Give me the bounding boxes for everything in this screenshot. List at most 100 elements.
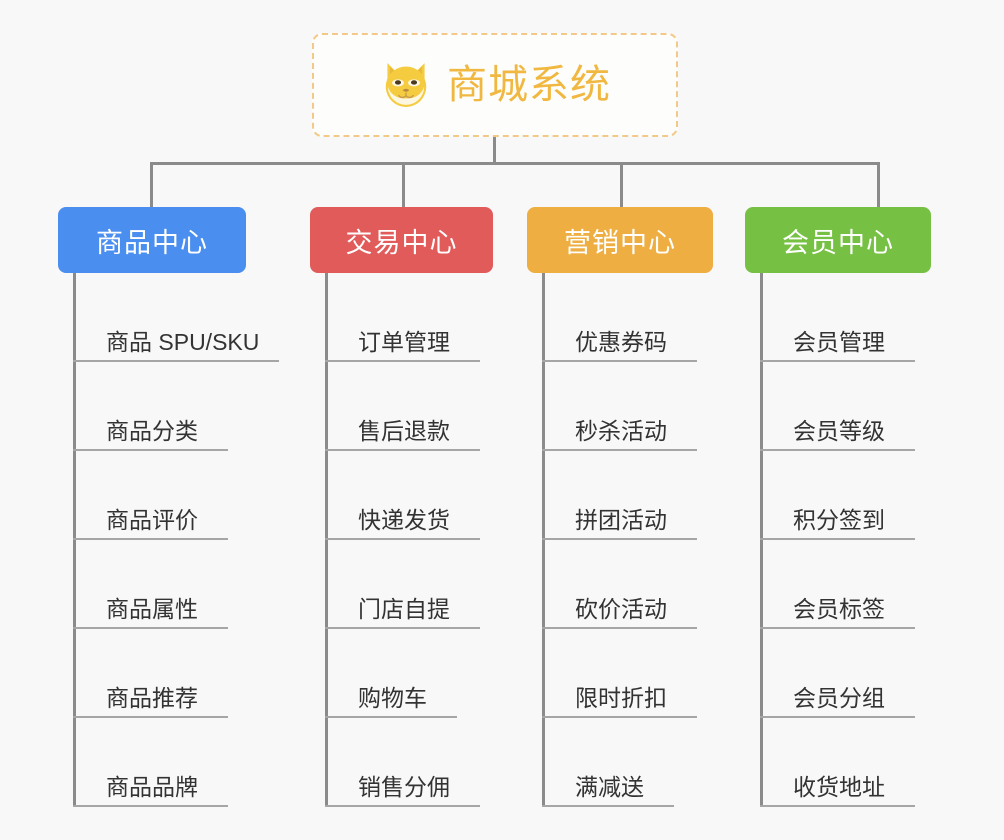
branch-header-member[interactable]: 会员中心	[745, 207, 931, 273]
branch-column-marketing: 营销中心 优惠券码 秒杀活动 拼团活动 砍价活动 限时折扣	[527, 207, 713, 807]
branch-items-member: 会员管理 会员等级 积分签到 会员标签 会员分组 收货地址	[745, 273, 931, 807]
tree-item-rule	[542, 538, 697, 540]
branch-items-product: 商品 SPU/SKU 商品分类 商品评价 商品属性 商品推荐 商品品牌	[58, 273, 279, 807]
connector-horizontal-bus	[150, 162, 880, 165]
branch-header-label: 商品中心	[96, 227, 208, 258]
tree-item-label: 限时折扣	[575, 684, 667, 711]
tree-item[interactable]: 商品评价	[58, 451, 246, 540]
tree-item-label: 门店自提	[358, 595, 450, 622]
branch-spine	[325, 273, 328, 807]
branch-header-label: 营销中心	[564, 227, 676, 258]
tree-item[interactable]: 订单管理	[310, 273, 493, 362]
branch-header-product[interactable]: 商品中心	[58, 207, 246, 273]
tree-item[interactable]: 会员等级	[745, 362, 931, 451]
tree-item-rule	[760, 360, 915, 362]
connector-drop-marketing	[620, 162, 623, 208]
branch-header-label: 交易中心	[345, 227, 458, 258]
tree-item-label: 拼团活动	[575, 506, 667, 533]
tree-item-label: 售后退款	[358, 417, 450, 444]
tree-item-label: 商品 SPU/SKU	[106, 328, 260, 355]
tree-item-label: 商品品牌	[106, 773, 198, 800]
tree-item-label: 会员等级	[793, 417, 885, 444]
tree-item-rule	[542, 805, 674, 807]
tree-item-label: 秒杀活动	[575, 417, 667, 444]
branch-header-marketing[interactable]: 营销中心	[527, 207, 713, 273]
tree-item-rule	[73, 805, 228, 807]
tree-item-rule	[542, 360, 697, 362]
tree-item-rule	[325, 449, 480, 451]
tree-item[interactable]: 会员标签	[745, 540, 931, 629]
shiba-dog-face-icon	[379, 58, 433, 112]
connector-root-stem	[493, 137, 496, 165]
tree-item-label: 积分签到	[793, 506, 885, 533]
tree-item[interactable]: 商品推荐	[58, 629, 246, 718]
connector-drop-member	[877, 162, 880, 208]
tree-item[interactable]: 门店自提	[310, 540, 493, 629]
tree-item[interactable]: 商品分类	[58, 362, 246, 451]
tree-item-rule	[760, 627, 915, 629]
tree-item-label: 商品属性	[106, 595, 198, 622]
tree-item[interactable]: 购物车	[310, 629, 493, 718]
tree-item-rule	[73, 360, 279, 362]
tree-item-rule	[760, 538, 915, 540]
tree-item-label: 商品评价	[106, 506, 198, 533]
tree-item[interactable]: 商品属性	[58, 540, 246, 629]
tree-item-rule	[542, 716, 697, 718]
tree-item-label: 优惠券码	[575, 328, 667, 355]
tree-item[interactable]: 商品 SPU/SKU	[58, 273, 279, 362]
tree-item[interactable]: 积分签到	[745, 451, 931, 540]
tree-item-label: 会员管理	[793, 328, 885, 355]
tree-item-label: 商品分类	[106, 417, 198, 444]
tree-item-rule	[325, 716, 457, 718]
branch-header-label: 会员中心	[782, 227, 894, 258]
branch-column-trade: 交易中心 订单管理 售后退款 快递发货 门店自提 购物车	[310, 207, 493, 807]
tree-item[interactable]: 会员分组	[745, 629, 931, 718]
tree-item[interactable]: 满减送	[527, 718, 713, 807]
tree-item[interactable]: 砍价活动	[527, 540, 713, 629]
tree-item-label: 会员标签	[793, 595, 885, 622]
branch-header-trade[interactable]: 交易中心	[310, 207, 493, 273]
branch-column-member: 会员中心 会员管理 会员等级 积分签到 会员标签 会员分组	[745, 207, 931, 807]
tree-item[interactable]: 拼团活动	[527, 451, 713, 540]
tree-item-rule	[760, 805, 915, 807]
tree-item-label: 订单管理	[358, 328, 450, 355]
tree-item[interactable]: 优惠券码	[527, 273, 713, 362]
tree-item-rule	[73, 449, 228, 451]
tree-item-rule	[325, 538, 480, 540]
branch-items-trade: 订单管理 售后退款 快递发货 门店自提 购物车 销售分佣	[310, 273, 493, 807]
tree-item[interactable]: 商品品牌	[58, 718, 246, 807]
branch-spine	[73, 273, 76, 807]
tree-item-label: 商品推荐	[106, 684, 198, 711]
connector-drop-product	[150, 162, 153, 208]
tree-item-rule	[542, 627, 697, 629]
tree-item[interactable]: 会员管理	[745, 273, 931, 362]
tree-item-rule	[325, 627, 480, 629]
branch-spine	[760, 273, 763, 807]
tree-item-rule	[325, 805, 480, 807]
tree-item-label: 收货地址	[793, 773, 885, 800]
tree-item-rule	[542, 449, 697, 451]
tree-item[interactable]: 限时折扣	[527, 629, 713, 718]
connector-drop-trade	[402, 162, 405, 208]
tree-item-rule	[73, 627, 228, 629]
tree-item[interactable]: 快递发货	[310, 451, 493, 540]
root-node-mall-system[interactable]: 商城系统	[312, 33, 678, 137]
tree-item-rule	[760, 449, 915, 451]
tree-item[interactable]: 秒杀活动	[527, 362, 713, 451]
tree-item-rule	[760, 716, 915, 718]
tree-item-rule	[325, 360, 480, 362]
tree-item-label: 满减送	[575, 773, 644, 800]
tree-item-label: 砍价活动	[575, 595, 667, 622]
tree-item-label: 购物车	[358, 684, 427, 711]
tree-item-rule	[73, 538, 228, 540]
tree-item-label: 快递发货	[358, 506, 450, 533]
tree-item[interactable]: 收货地址	[745, 718, 931, 807]
tree-item[interactable]: 销售分佣	[310, 718, 493, 807]
tree-item-rule	[73, 716, 228, 718]
branch-column-product: 商品中心 商品 SPU/SKU 商品分类 商品评价 商品属性 商品推荐	[58, 207, 279, 807]
root-node-label: 商城系统	[447, 63, 611, 107]
tree-item[interactable]: 售后退款	[310, 362, 493, 451]
tree-item-label: 会员分组	[793, 684, 885, 711]
branch-items-marketing: 优惠券码 秒杀活动 拼团活动 砍价活动 限时折扣 满减送	[527, 273, 713, 807]
